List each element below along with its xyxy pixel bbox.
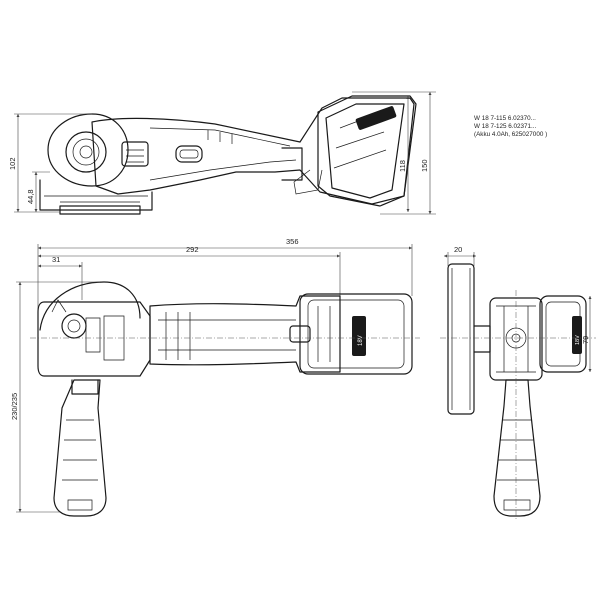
dim-44-8: 44,8	[26, 189, 35, 204]
note-line-2: W 18 7-125 6.02371...	[474, 123, 537, 130]
battery-side	[293, 95, 417, 207]
dim-31: 31	[52, 255, 60, 264]
paddle-switch-icon	[121, 141, 149, 167]
side-view: 102 44,8 118 150	[8, 91, 436, 215]
dim-102: 102	[8, 157, 17, 170]
dim-150: 150	[420, 159, 429, 172]
dim-292: 292	[186, 245, 199, 254]
dim-356: 356	[286, 237, 299, 246]
side-handle-top	[53, 379, 107, 517]
dim-20: 20	[454, 245, 462, 254]
note-line-3: (Akku 4.0Ah, 625027000 )	[474, 131, 547, 138]
battery-front: 18V	[539, 295, 587, 373]
front-view: 20 18V 79	[440, 245, 596, 520]
spindle-nut-icon	[65, 131, 107, 173]
model-notes: W 18 7-115 6.02370... W 18 7-125 6.02371…	[474, 115, 547, 138]
battery-label-top: 18V	[358, 335, 364, 346]
battery-top: 18V	[299, 293, 413, 375]
dim-79: 79	[581, 336, 590, 344]
dim-230-235: 230/235	[10, 393, 19, 420]
side-handle-front	[493, 379, 541, 517]
top-view: 356 292 31 18V	[10, 237, 420, 517]
dim-118: 118	[398, 160, 407, 172]
note-line-1: W 18 7-115 6.02370...	[474, 115, 536, 122]
battery-label-front: 18V	[575, 335, 581, 345]
disc-profile	[447, 263, 475, 415]
